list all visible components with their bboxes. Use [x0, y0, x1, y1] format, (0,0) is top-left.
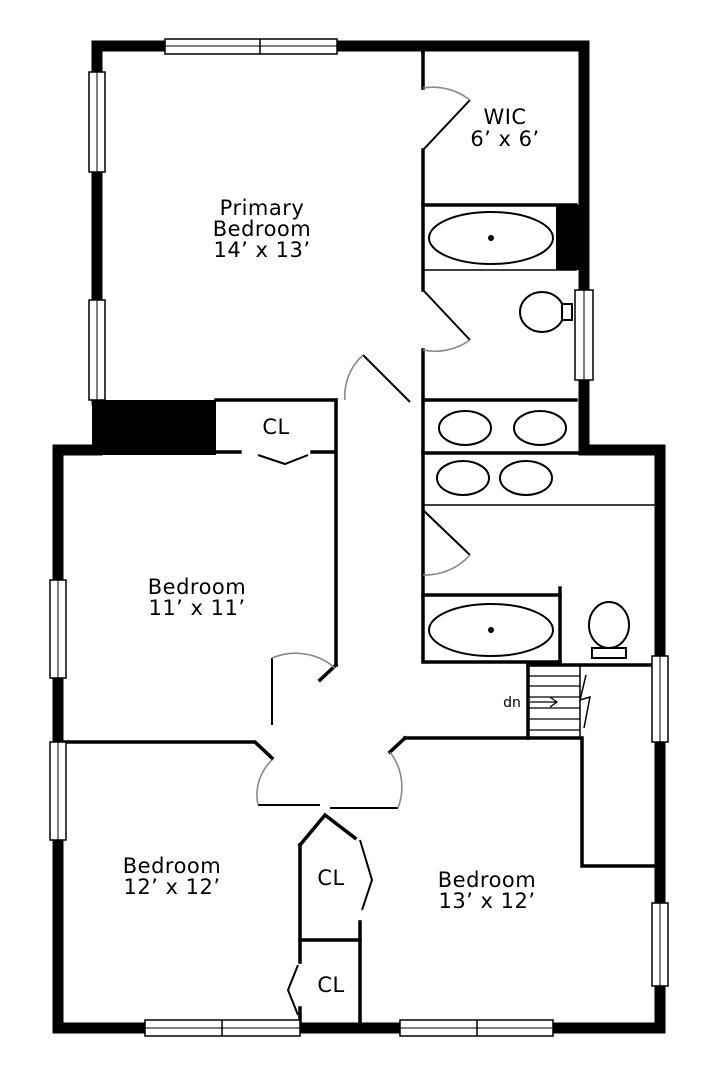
sink-hall-1	[436, 460, 490, 496]
bedroom-b-size: 12’ x 12’	[123, 875, 220, 899]
closet-top-label: CL	[262, 415, 289, 439]
sink-hall-2	[499, 460, 553, 496]
wic-name: WIC	[483, 105, 526, 129]
chimney-mass	[92, 400, 216, 455]
bedroom-c-size: 13’ x 12’	[438, 889, 535, 913]
windows	[49, 38, 669, 1037]
primary-size: 14’ x 13’	[213, 238, 310, 262]
bedroom-a-size: 11’ x 11’	[148, 596, 245, 620]
closet-mid-label: CL	[317, 866, 344, 890]
bedroom-b-name: Bedroom	[123, 854, 221, 878]
labels: Primary Bedroom 14’ x 13’ WIC 6’ x 6’ Be…	[123, 105, 539, 997]
fixtures	[428, 211, 630, 659]
toilet-primary	[519, 291, 565, 333]
bedroom-a-name: Bedroom	[148, 575, 246, 599]
stairs	[528, 665, 591, 738]
stairs-label: dn	[503, 695, 521, 711]
sink-primary-2	[513, 410, 567, 446]
primary-name-line2: Bedroom	[213, 217, 311, 241]
sink-primary-1	[438, 410, 492, 446]
wall-chase	[556, 205, 584, 270]
bedroom-c-name: Bedroom	[438, 868, 536, 892]
wic-size: 6’ x 6’	[470, 127, 539, 151]
interior-walls	[56, 50, 660, 1024]
toilet-hall	[588, 601, 630, 649]
primary-name-line1: Primary	[220, 196, 305, 220]
doors	[256, 86, 471, 1016]
closet-bottom-label: CL	[317, 973, 344, 997]
